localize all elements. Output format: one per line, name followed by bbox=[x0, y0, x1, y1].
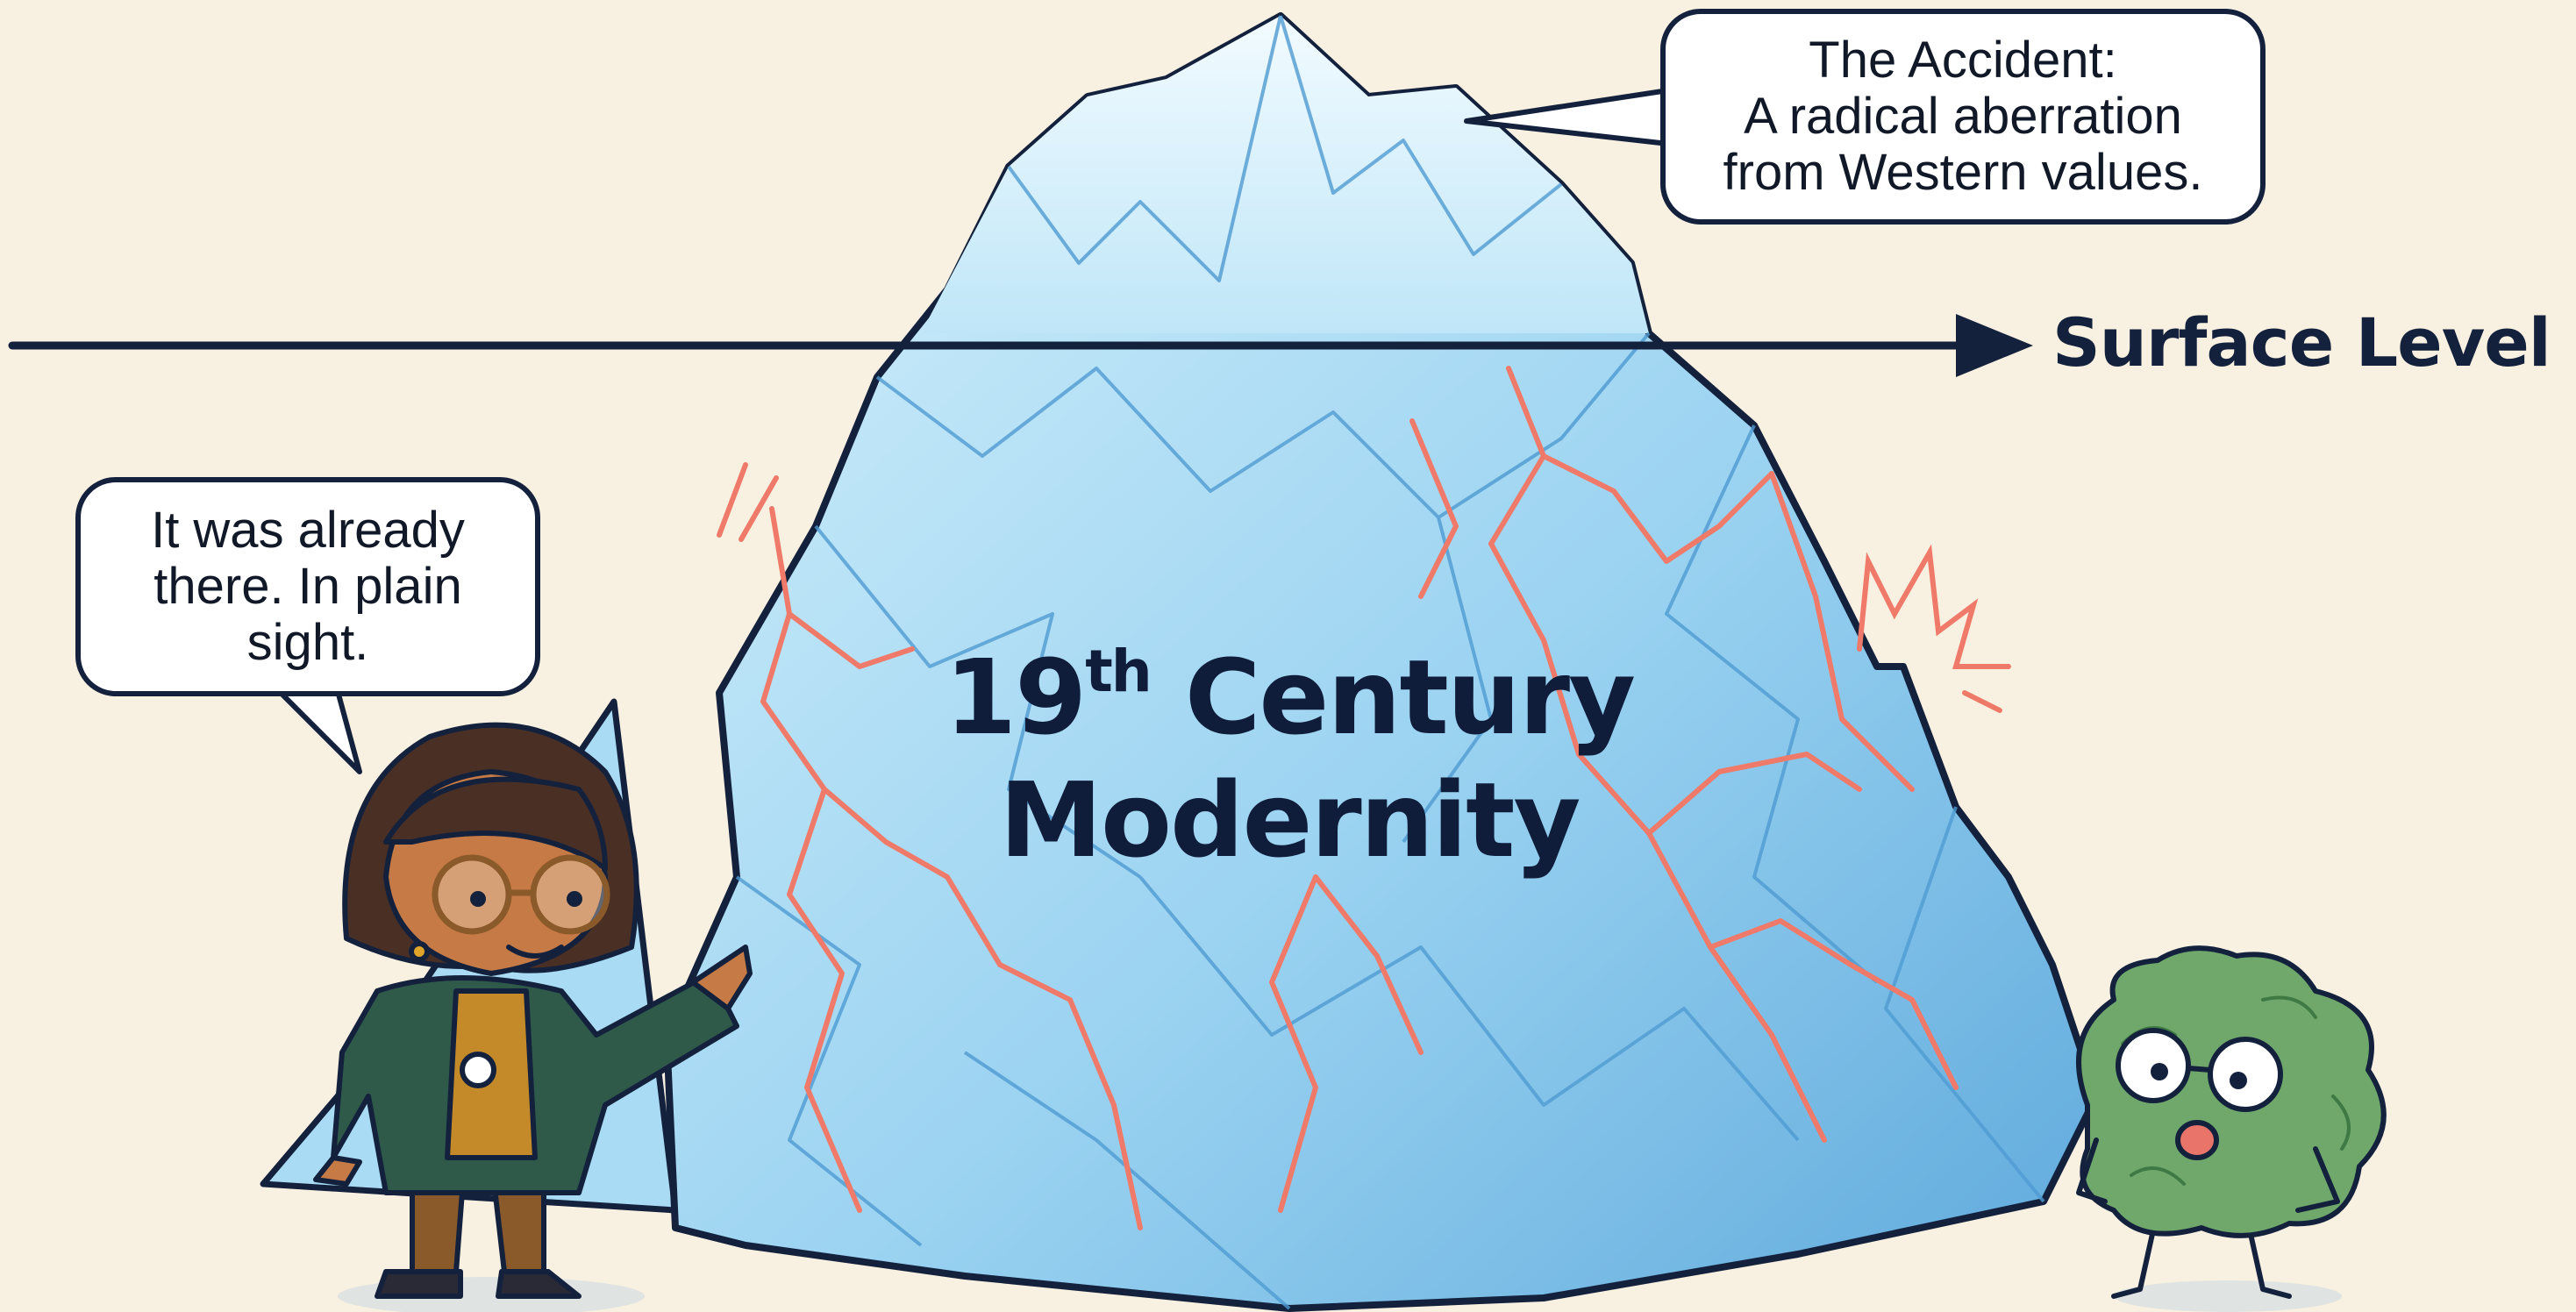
iceberg-title-line-1: 19th Century bbox=[895, 636, 1684, 759]
arrow-right-icon bbox=[1956, 314, 2033, 377]
surface-level-label: Surface Level bbox=[2052, 303, 2551, 381]
surface-level-arrow bbox=[8, 314, 2033, 377]
bubble-plain-line-1: It was already bbox=[151, 502, 465, 559]
iceberg-title-number: 19 bbox=[944, 637, 1087, 758]
bubble-plain-line-2: there. In plain bbox=[153, 558, 462, 615]
iceberg-cap bbox=[921, 16, 1649, 333]
bubble-tail-left bbox=[278, 690, 362, 774]
bubble-accident-line-2: A radical aberration bbox=[1744, 88, 2182, 145]
worried-brain-character bbox=[2076, 945, 2387, 1299]
iceberg-title-superscript: th bbox=[1085, 638, 1152, 705]
speech-bubble-plain-sight: It was already there. In plain sight. bbox=[75, 477, 540, 696]
bubble-accident-line-3: from Western values. bbox=[1723, 144, 2203, 201]
bubble-accident-line-1: The Accident: bbox=[1809, 32, 2117, 89]
brain-shadow bbox=[2114, 1280, 2342, 1312]
bubble-tail-top bbox=[1464, 88, 1669, 146]
crack-2 bbox=[1488, 366, 1827, 1143]
bubble-plain-line-3: sight. bbox=[246, 614, 369, 671]
iceberg-title: 19th Century Modernity bbox=[895, 636, 1684, 881]
crack-1 bbox=[760, 506, 862, 1213]
iceberg-title-line-2: Modernity bbox=[999, 759, 1581, 881]
woman-with-glasses-pointing bbox=[313, 722, 753, 1299]
iceberg-title-century: Century bbox=[1150, 637, 1636, 758]
speech-bubble-accident: The Accident: A radical aberration from … bbox=[1660, 9, 2266, 225]
